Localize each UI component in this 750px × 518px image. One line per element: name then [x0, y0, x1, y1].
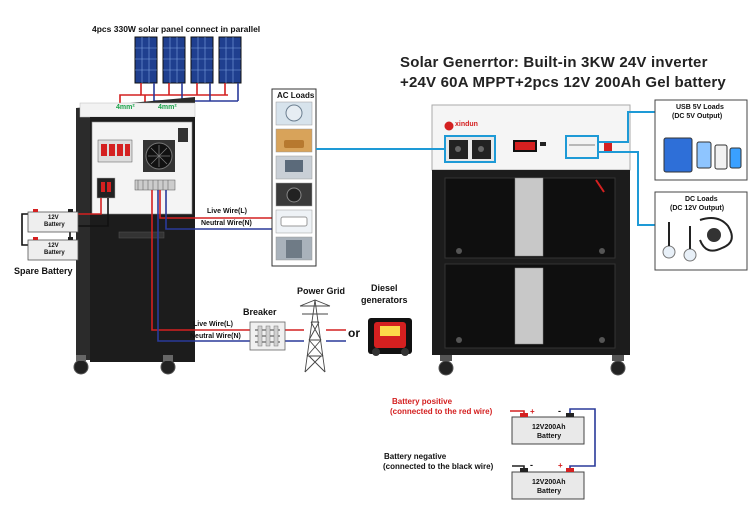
usb-phone-image: [696, 141, 712, 169]
battery-negative-label-line2: (connected to the black wire): [383, 462, 494, 471]
ac-live-wire-label: Live Wire(L): [207, 208, 247, 215]
solar-panel: [162, 36, 186, 84]
usb-loads-box: [654, 99, 748, 181]
bottom-battery-label-line2: Battery: [537, 488, 562, 495]
dc-loads-title-line2: (DC 12V Output): [670, 205, 725, 212]
product-title-line1: Solar Generrtor: Built-in 3KW 24V invert…: [400, 54, 708, 71]
usb-phone-3-image: [729, 147, 742, 169]
ac-loads-box: [271, 88, 317, 267]
solar-heading: 4pcs 330W solar panel connect in paralle…: [92, 24, 261, 34]
bottom-battery-minus-sign: -: [530, 460, 533, 470]
dc-bulb-icon: [683, 248, 697, 262]
usb-loads-title-line2: (DC 5V Output): [672, 113, 723, 120]
bottom-battery-plus-sign: +: [558, 461, 563, 470]
dc-bulb-icon: [662, 245, 676, 259]
solar-panels: [134, 36, 242, 84]
spare-battery-top-name: Battery: [44, 222, 65, 228]
grid-wiring: [151, 190, 346, 342]
usb-phone-2-image: [714, 144, 728, 170]
brand-logo-text: xindun: [455, 121, 478, 128]
battery-negative-label-line1: Battery negative: [384, 452, 447, 461]
product-title-line2: +24V 60A MPPT+2pcs 12V 200Ah Gel battery: [400, 74, 726, 91]
battery-connection-diagram: [510, 408, 596, 500]
breaker-label: Breaker: [243, 307, 277, 317]
battery-bottom: [511, 471, 585, 500]
solar-panel: [190, 36, 214, 84]
spare-battery-bottom: [27, 237, 79, 261]
battery-positive-label-line1: Battery positive: [392, 397, 453, 406]
wire-size-left: 4mm²: [116, 104, 135, 111]
spare-battery-top: [27, 209, 79, 233]
spare-battery-bottom-voltage: 12V: [48, 243, 59, 249]
battery-positive-label-line2: (connected to the red wire): [390, 407, 493, 416]
solar-panel: [218, 36, 242, 84]
grid-live-wire-label: Live Wire(L): [193, 321, 233, 328]
usb-tablet-image: [663, 137, 693, 173]
solar-generator-cabinet: [431, 104, 631, 376]
breaker-device: [249, 321, 286, 351]
power-grid-tower: [299, 299, 331, 373]
top-battery-plus-sign: +: [530, 407, 535, 416]
spare-battery-bottom-name: Battery: [44, 250, 65, 256]
left-cabinet: [73, 97, 196, 375]
power-grid-label: Power Grid: [297, 286, 346, 296]
ac-load-wiring: [159, 190, 272, 230]
dc-loads-box: [654, 191, 748, 271]
ac-loads-title: AC Loads: [277, 91, 315, 100]
spare-battery-top-voltage: 12V: [48, 215, 59, 221]
solar-panel: [134, 36, 158, 84]
top-battery-label-line2: Battery: [537, 433, 562, 440]
ac-neutral-wire-label: Neutral Wire(N): [201, 220, 252, 227]
battery-top: [511, 416, 585, 445]
diesel-label-line1: Diesel: [371, 283, 398, 293]
top-battery-label-line1: 12V200Ah: [532, 424, 566, 431]
diesel-generator: [368, 318, 412, 356]
wire-size-right: 4mm²: [158, 104, 177, 111]
grid-neutral-wire-label: Neutral Wire(N): [190, 333, 241, 340]
or-label: or: [348, 326, 360, 340]
diesel-label-line2: generators: [361, 295, 408, 305]
top-battery-minus-sign: -: [558, 406, 561, 416]
usb-loads-title-line1: USB 5V Loads: [676, 104, 724, 111]
bottom-battery-label-line1: 12V200Ah: [532, 479, 566, 486]
spare-battery-label: Spare Battery: [14, 266, 73, 276]
dc-output-connector-lines: [598, 111, 655, 226]
dc-loads-title-line1: DC Loads: [685, 196, 718, 203]
